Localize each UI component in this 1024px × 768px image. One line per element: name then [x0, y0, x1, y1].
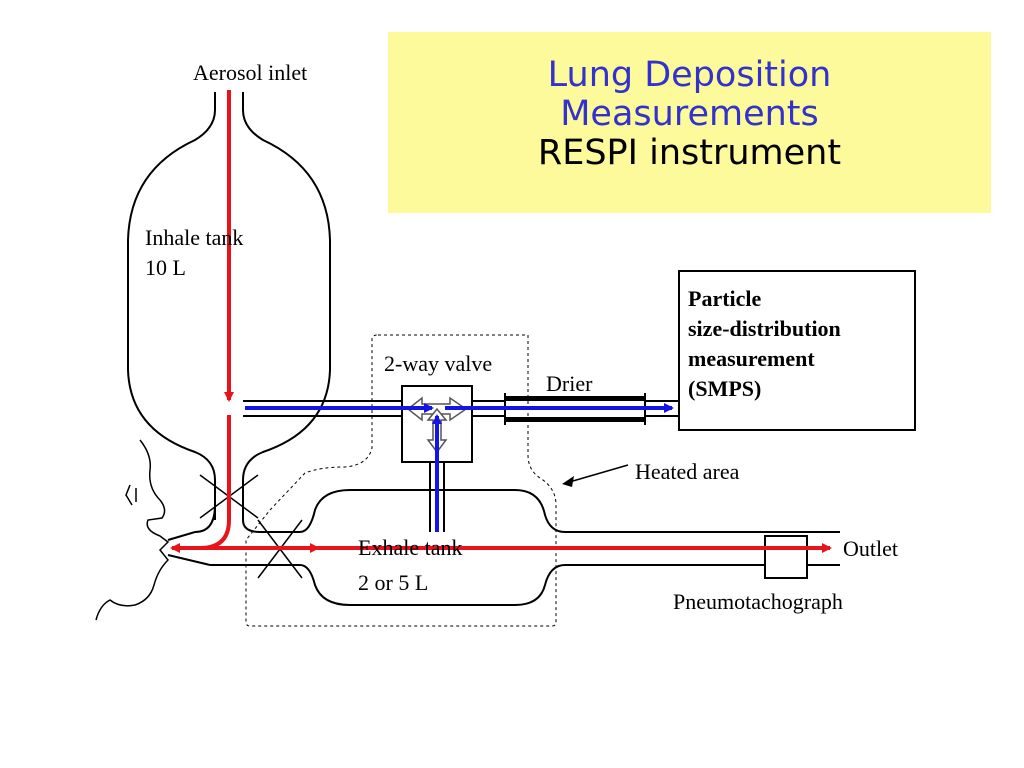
outlet-label: Outlet	[843, 536, 898, 561]
face-profile-icon	[95, 439, 170, 621]
inhale-tank-label: Inhale tank	[145, 225, 244, 250]
smps-line-1: Particle	[688, 286, 762, 311]
valve-pipe	[429, 462, 445, 532]
slide-title: Lung Deposition Measurements RESPI instr…	[388, 56, 991, 173]
title-line-3: RESPI instrument	[537, 133, 842, 173]
inhale-tank-volume: 10 L	[145, 255, 186, 280]
exhale-tank-volume: 2 or 5 L	[358, 570, 429, 595]
heated-area-label: Heated area	[635, 459, 740, 484]
eye-icon	[125, 484, 137, 506]
smps-line-4: (SMPS)	[688, 376, 762, 401]
sample-flow-path	[245, 403, 674, 532]
exhale-tank-label: Exhale tank	[358, 535, 463, 560]
heated-area-outline	[245, 334, 557, 627]
exhale-tank	[290, 489, 840, 606]
heated-area-pointer	[565, 464, 629, 484]
aerosol-inlet-label: Aerosol inlet	[193, 60, 308, 85]
inhale-tank	[127, 92, 331, 520]
smps-box	[678, 270, 916, 431]
title-line-1: Lung Deposition	[547, 55, 832, 95]
smps-line-2: size-distribution	[688, 316, 841, 341]
drier-label: Drier	[546, 371, 593, 396]
smps-label: Particle size-distribution measurement (…	[688, 284, 841, 404]
smps-line-3: measurement	[688, 346, 815, 371]
two-way-valve-label: 2-way valve	[384, 351, 493, 376]
aerosol-flow-path	[170, 90, 832, 553]
pneumotachograph-label: Pneumotachograph	[673, 589, 843, 614]
title-line-2: Measurements	[560, 94, 819, 134]
mouth-pipe	[167, 504, 290, 566]
pneumotachograph	[764, 535, 808, 579]
title-box	[388, 32, 991, 213]
